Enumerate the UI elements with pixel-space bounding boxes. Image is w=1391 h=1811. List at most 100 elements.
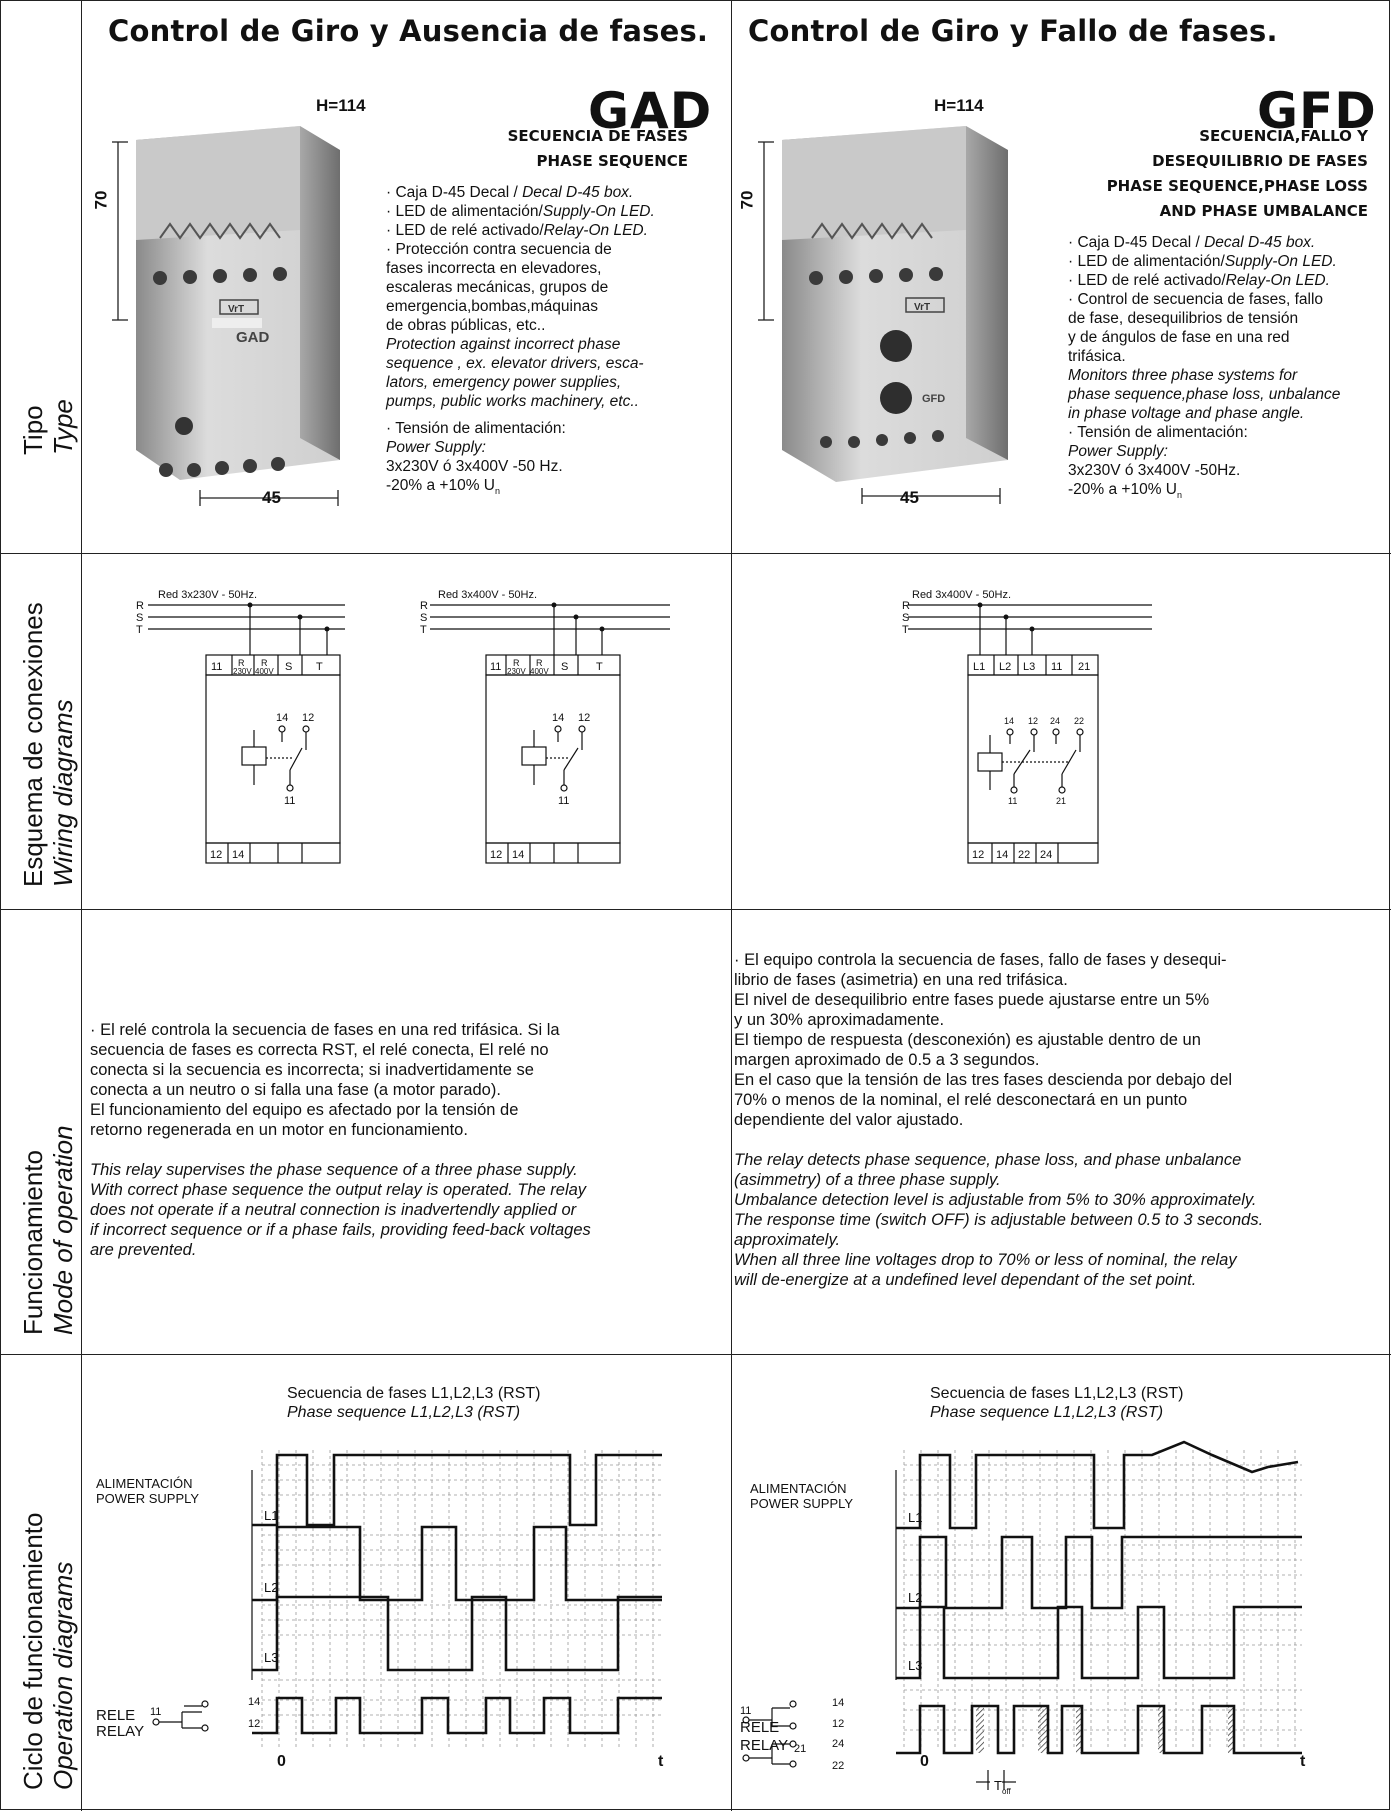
gad-features: · Caja D-45 Decal / Decal D-45 box. · LE… bbox=[386, 184, 655, 497]
gad-operation-text: · El relé controla la secuencia de fases… bbox=[90, 1021, 591, 1259]
gad-timing-title-es: Secuencia de fases L1,L2,L3 (RST) bbox=[287, 1385, 540, 1402]
svg-text:R: R bbox=[513, 658, 520, 668]
svg-text:14: 14 bbox=[248, 1696, 260, 1708]
gfd-relay-label-es: RELE bbox=[740, 1719, 779, 1736]
gad-l2-label: L2 bbox=[264, 1580, 278, 1595]
row-label-esquema-en: Wiring diagrams bbox=[48, 699, 78, 887]
svg-text:11: 11 bbox=[284, 795, 295, 807]
svg-text:24: 24 bbox=[832, 1738, 844, 1750]
gad-wiring-2-network: Red 3x400V - 50Hz. bbox=[438, 589, 537, 601]
gfd-l3-wave bbox=[896, 1605, 1302, 1680]
gfd-operation-text: · El equipo controla la secuencia de fas… bbox=[734, 951, 1264, 1289]
svg-text:11: 11 bbox=[150, 1706, 161, 1718]
svg-text:S: S bbox=[420, 612, 427, 624]
toff-hatch bbox=[1076, 1706, 1082, 1753]
gfd-timing-title-es: Secuencia de fases L1,L2,L3 (RST) bbox=[930, 1385, 1183, 1402]
gfd-timing-title-en: Phase sequence L1,L2,L3 (RST) bbox=[930, 1404, 1163, 1421]
row-divider-3 bbox=[1, 1354, 1391, 1355]
label-column-divider bbox=[81, 1, 82, 1811]
gfd-wiring-network: Red 3x400V - 50Hz. bbox=[912, 589, 1011, 601]
gad-code: GAD bbox=[588, 82, 713, 140]
svg-text:12: 12 bbox=[248, 1718, 260, 1730]
toff-hatch bbox=[1228, 1706, 1234, 1753]
svg-text:21: 21 bbox=[1056, 796, 1066, 806]
svg-text:off: off bbox=[1002, 1787, 1012, 1796]
svg-text:11: 11 bbox=[1051, 661, 1062, 673]
svg-text:14: 14 bbox=[832, 1697, 844, 1709]
gfd-supply-label-en: POWER SUPPLY bbox=[750, 1496, 853, 1511]
row-label-funcionamiento: Funcionamiento Mode of operation bbox=[0, 908, 80, 1353]
svg-text:24: 24 bbox=[1040, 849, 1052, 861]
gfd-subtitle: SECUENCIA,FALLO Y DESEQUILIBRIO DE FASES… bbox=[1106, 127, 1368, 220]
gad-device-photo: VrT GAD bbox=[112, 126, 340, 506]
svg-text:14: 14 bbox=[512, 849, 524, 861]
gad-l3-wave bbox=[252, 1595, 662, 1672]
toff-hatch bbox=[976, 1706, 984, 1753]
gad-device-label: GAD bbox=[236, 329, 270, 346]
svg-text:R: R bbox=[420, 600, 428, 612]
gfd-toff-label: T bbox=[994, 1778, 1002, 1793]
gad-l1-wave bbox=[252, 1453, 662, 1527]
gfd-device-photo: VrT GFD bbox=[758, 126, 1008, 504]
svg-text:230V: 230V bbox=[233, 667, 252, 676]
svg-text:12: 12 bbox=[302, 712, 314, 724]
gad-dim-width: 45 bbox=[262, 488, 281, 507]
svg-text:L1: L1 bbox=[973, 661, 985, 673]
gfd-time-axis-label: t bbox=[1300, 1753, 1306, 1770]
svg-text:T: T bbox=[136, 624, 143, 636]
svg-text:L2: L2 bbox=[999, 661, 1011, 673]
gad-l2-wave bbox=[252, 1525, 662, 1602]
row-label-ciclo-es: Ciclo de funcionamiento bbox=[18, 1512, 48, 1791]
gad-relay-wave bbox=[252, 1696, 662, 1735]
svg-text:12: 12 bbox=[1028, 716, 1038, 726]
row-label-tipo-en: Type bbox=[48, 399, 78, 455]
gad-height-label: H=114 bbox=[316, 96, 366, 115]
svg-text:14: 14 bbox=[232, 849, 244, 861]
svg-text:T: T bbox=[420, 624, 427, 636]
svg-text:230V: 230V bbox=[507, 667, 526, 676]
gad-supply-label-es: ALIMENTACIÓN bbox=[96, 1476, 193, 1491]
gfd-supply-label-es: ALIMENTACIÓN bbox=[750, 1481, 847, 1496]
gad-timing-diagram: Secuencia de fases L1,L2,L3 (RST) Phase … bbox=[96, 1385, 664, 1770]
svg-text:14: 14 bbox=[1004, 716, 1014, 726]
row-label-esquema: Esquema de conexiones Wiring diagrams bbox=[0, 552, 80, 908]
gad-title: Control de Giro y Ausencia de fases. bbox=[108, 14, 709, 48]
svg-text:12: 12 bbox=[832, 1718, 844, 1730]
gfd-features: · Caja D-45 Decal / Decal D-45 box. · LE… bbox=[1068, 234, 1341, 501]
svg-text:14: 14 bbox=[996, 849, 1008, 861]
svg-text:R: R bbox=[902, 600, 910, 612]
gfd-time-origin: 0 bbox=[920, 1753, 929, 1770]
row-divider-1 bbox=[1, 553, 1391, 554]
gad-time-axis-label: t bbox=[658, 1753, 664, 1770]
svg-text:22: 22 bbox=[1074, 716, 1084, 726]
svg-text:11: 11 bbox=[211, 661, 222, 673]
svg-text:L3: L3 bbox=[1023, 661, 1035, 673]
svg-text:14: 14 bbox=[552, 712, 564, 724]
svg-text:12: 12 bbox=[972, 849, 984, 861]
svg-text:R: R bbox=[536, 658, 543, 668]
gad-l1-label: L1 bbox=[264, 1508, 278, 1523]
svg-text:12: 12 bbox=[210, 849, 222, 861]
gad-timing-title-en: Phase sequence L1,L2,L3 (RST) bbox=[287, 1404, 520, 1421]
svg-text:14: 14 bbox=[276, 712, 288, 724]
svg-text:S: S bbox=[561, 661, 568, 673]
svg-text:11: 11 bbox=[558, 795, 569, 807]
svg-text:24: 24 bbox=[1050, 716, 1060, 726]
svg-text:12: 12 bbox=[490, 849, 502, 861]
svg-text:12: 12 bbox=[578, 712, 590, 724]
gfd-relay-wave bbox=[896, 1704, 1302, 1755]
svg-text:S: S bbox=[902, 612, 909, 624]
toff-hatch bbox=[1158, 1706, 1164, 1753]
svg-text:T: T bbox=[902, 624, 909, 636]
svg-text:22: 22 bbox=[1018, 849, 1030, 861]
gad-subtitle: SECUENCIA DE FASES PHASE SEQUENCE bbox=[507, 127, 688, 170]
toff-hatch bbox=[1038, 1706, 1048, 1753]
svg-text:11: 11 bbox=[490, 661, 501, 673]
gfd-relay-label-en: RELAY bbox=[740, 1737, 788, 1754]
row-label-funcionamiento-en: Mode of operation bbox=[48, 1125, 78, 1335]
gad-dim-height: 70 bbox=[91, 190, 111, 210]
gad-brand-label: VrT bbox=[228, 304, 244, 315]
gfd-title: Control de Giro y Fallo de fases. bbox=[748, 14, 1278, 48]
gfd-code: GFD bbox=[1257, 82, 1377, 140]
